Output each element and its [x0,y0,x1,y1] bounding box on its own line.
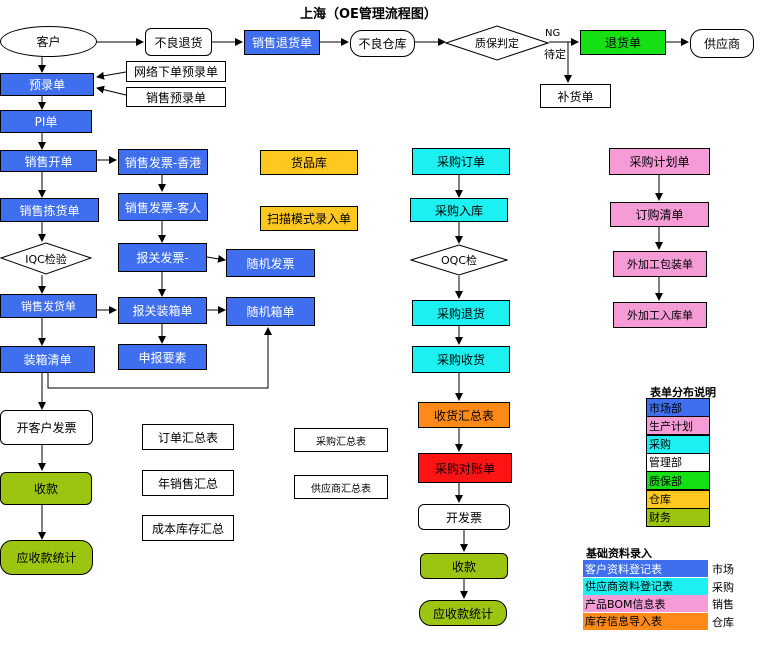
purchase-summary-node: 采购汇总表 [294,428,388,452]
legend-item: 采购 [646,434,710,454]
qa-decision-node: 质保判定 [445,25,549,61]
customer-node: 客户 [0,26,97,57]
purchase-reconcile-node: 采购对账单 [418,453,512,483]
declare-elements-node: 申报要素 [118,344,207,370]
invoice-customer-node: 销售发票-客人 [118,193,208,221]
pre-order-node: 预录单 [0,73,94,96]
pending-label: 待定 [544,48,566,61]
bad-return-node: 不良退货 [145,28,212,56]
base-data-item: 供应商资料登记表 [583,577,708,595]
base-data-owner: 仓库 [712,615,734,629]
customs-invoice-node: 报关发票- [118,243,207,272]
issue-invoice-node: 开发票 [418,504,510,530]
legend-item: 市场部 [646,398,710,417]
order-summary-node: 订单汇总表 [142,424,234,450]
diagram-title: 上海（OE管理流程图） [300,7,437,22]
base-data-item: 客户资料登记表 [583,560,708,577]
base-data-title: 基础资料录入 [586,547,652,560]
receive-summary-node: 收货汇总表 [418,402,510,428]
invoice-hk-node: 销售发票-香港 [118,149,208,175]
sales-pre-order-node: 销售预录单 [126,87,226,107]
iqc-node: IQC检验 [0,242,92,275]
supplier-summary-node: 供应商汇总表 [294,475,388,499]
iqc-label: IQC检验 [25,252,67,266]
cost-inventory-node: 成本库存汇总 [142,515,234,541]
base-data-owner: 采购 [712,580,734,594]
collect-right-node: 收款 [420,553,508,579]
legend-title: 表单分布说明 [650,386,716,399]
bad-warehouse-node: 不良仓库 [350,30,415,57]
qa-decision-label: 质保判定 [475,37,519,50]
return-note-node: 退货单 [580,30,666,55]
purchase-return-node: 采购退货 [412,300,510,326]
base-data-item: 库存信息导入表 [583,612,708,630]
arrow [47,327,272,389]
arrow [96,85,127,96]
scan-entry-node: 扫描模式录入单 [260,206,358,231]
legend-item: 财务 [646,507,710,527]
diamond-shape [0,242,92,275]
receivable-left-node: 应收款统计 [0,540,93,575]
legend-item: 仓库 [646,489,710,509]
receivable-right-node: 应收款统计 [419,600,507,626]
outsource-pack-node: 外加工包装单 [613,251,707,277]
replenish-node: 补货单 [540,84,611,108]
supplier-node: 供应商 [690,29,754,58]
online-pre-order-node: 网络下单预录单 [126,61,226,82]
ng-label: NG [545,28,561,39]
sales-return-node: 销售退货单 [244,30,320,55]
sales-order-node: 销售开单 [0,150,97,172]
packing-list-node: 装箱清单 [0,346,95,373]
purchase-plan-node: 采购计划单 [609,148,710,175]
picking-node: 销售拣货单 [0,198,99,222]
purchase-receive-node: 采购收货 [412,346,510,373]
random-packing-node: 随机箱单 [226,297,315,326]
legend-item: 管理部 [646,452,710,472]
pi-node: PI单 [0,110,92,133]
annual-sales-node: 年销售汇总 [142,470,234,496]
base-data-owner: 市场 [712,563,734,576]
customs-packing-node: 报关装箱单 [118,297,207,324]
oqc-label: OQC检 [441,254,477,267]
outsource-in-node: 外加工入库单 [613,302,707,328]
base-data-owner: 销售 [712,598,734,611]
order-list-node: 订购清单 [610,202,709,227]
customer-invoice-node: 开客户发票 [0,410,93,445]
random-invoice-node: 随机发票 [226,249,315,277]
collect-left-node: 收款 [0,472,92,505]
purchase-order-node: 采购订单 [412,148,510,175]
legend-item: 质保部 [646,471,710,491]
legend-item: 生产计划 [646,416,710,436]
base-data-item: 产品BOM信息表 [583,595,708,612]
sales-delivery-node: 销售发货单 [0,294,97,318]
purchase-in-node: 采购入库 [410,198,508,222]
oqc-node: OQC检 [410,244,508,276]
goods-warehouse-node: 货品库 [260,150,358,175]
diamond-shape [445,25,549,61]
diamond-shape [410,244,508,276]
arrow [96,71,127,80]
arrow [206,254,226,263]
